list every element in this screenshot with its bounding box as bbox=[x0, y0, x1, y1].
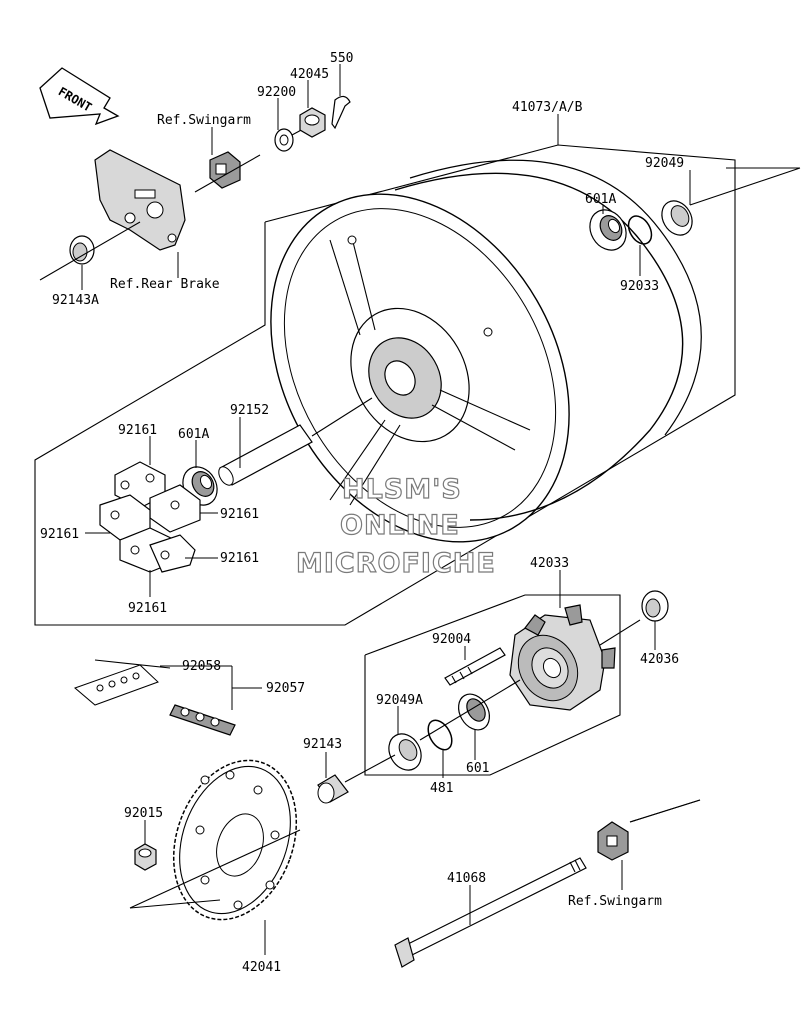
chain-adjuster-top bbox=[209, 151, 241, 189]
drive-chain bbox=[74, 659, 236, 736]
label-ref-swingarm-bottom: Ref.Swingarm bbox=[568, 894, 662, 909]
bearing-601 bbox=[457, 693, 491, 731]
label-ref-swingarm-top: Ref.Swingarm bbox=[157, 113, 251, 128]
label-92049a: 92049A bbox=[376, 693, 423, 708]
label-92161-b: 92161 bbox=[220, 507, 259, 522]
rear-axle bbox=[394, 857, 587, 968]
label-481: 481 bbox=[430, 781, 453, 796]
axle-nut bbox=[299, 107, 326, 138]
sprocket-nut bbox=[134, 843, 157, 871]
label-92058: 92058 bbox=[182, 659, 221, 674]
label-601: 601 bbox=[466, 761, 489, 776]
label-41073: 41073/A/B bbox=[512, 100, 583, 115]
oil-seal-92049a bbox=[388, 733, 422, 771]
hub-dampers bbox=[99, 461, 201, 573]
label-42036: 42036 bbox=[640, 652, 679, 667]
label-42041: 42041 bbox=[242, 960, 281, 975]
collar-42036 bbox=[641, 590, 669, 622]
label-42045: 42045 bbox=[290, 67, 329, 82]
label-41068: 41068 bbox=[447, 871, 486, 886]
label-92161-a: 92161 bbox=[118, 423, 157, 438]
part-labels: 550 42045 92200 Ref.Swingarm 41073/A/B 9… bbox=[40, 51, 684, 975]
chain-adjuster-bottom bbox=[597, 821, 629, 861]
label-42033: 42033 bbox=[530, 556, 569, 571]
label-92152: 92152 bbox=[230, 403, 269, 418]
caliper-bracket bbox=[94, 149, 186, 251]
cotter-pin bbox=[331, 95, 351, 130]
watermark-line-1: HLSM'S bbox=[342, 474, 462, 505]
axle-sleeve bbox=[218, 424, 313, 486]
label-92161-c: 92161 bbox=[40, 527, 79, 542]
watermark-line-3: MICROFICHE bbox=[296, 548, 496, 579]
label-550: 550 bbox=[330, 51, 353, 66]
rear-sprocket bbox=[172, 759, 298, 921]
leader-lines bbox=[81, 64, 691, 955]
wheel-group-frame bbox=[34, 144, 736, 626]
rear-wheel bbox=[270, 159, 702, 543]
circlip-92033 bbox=[627, 215, 653, 245]
watermark: HLSM'S ONLINE MICROFICHE bbox=[295, 473, 496, 579]
label-92004: 92004 bbox=[432, 632, 471, 647]
label-92049: 92049 bbox=[645, 156, 684, 171]
label-92143: 92143 bbox=[303, 737, 342, 752]
hub-group-frame bbox=[364, 594, 621, 776]
stud-92004 bbox=[444, 647, 506, 686]
label-92161-d: 92161 bbox=[220, 551, 259, 566]
front-arrow-icon: FRONT bbox=[39, 67, 120, 126]
oil-seal-92049 bbox=[661, 200, 693, 236]
sprocket-hub bbox=[509, 604, 616, 711]
bearing-601a-top bbox=[589, 209, 627, 251]
label-601a-mid: 601A bbox=[178, 427, 209, 442]
label-92057: 92057 bbox=[266, 681, 305, 696]
circlip-481 bbox=[427, 719, 453, 751]
label-92143a: 92143A bbox=[52, 293, 99, 308]
label-92015: 92015 bbox=[124, 806, 163, 821]
label-ref-rear-brake: Ref.Rear Brake bbox=[110, 277, 220, 292]
label-92161-e: 92161 bbox=[128, 601, 167, 616]
watermark-line-2: ONLINE bbox=[340, 510, 460, 541]
label-92033: 92033 bbox=[620, 279, 659, 294]
label-601a-top: 601A bbox=[585, 192, 616, 207]
label-92200: 92200 bbox=[257, 85, 296, 100]
collar-92143a bbox=[69, 235, 95, 265]
collar-92143 bbox=[317, 774, 349, 804]
